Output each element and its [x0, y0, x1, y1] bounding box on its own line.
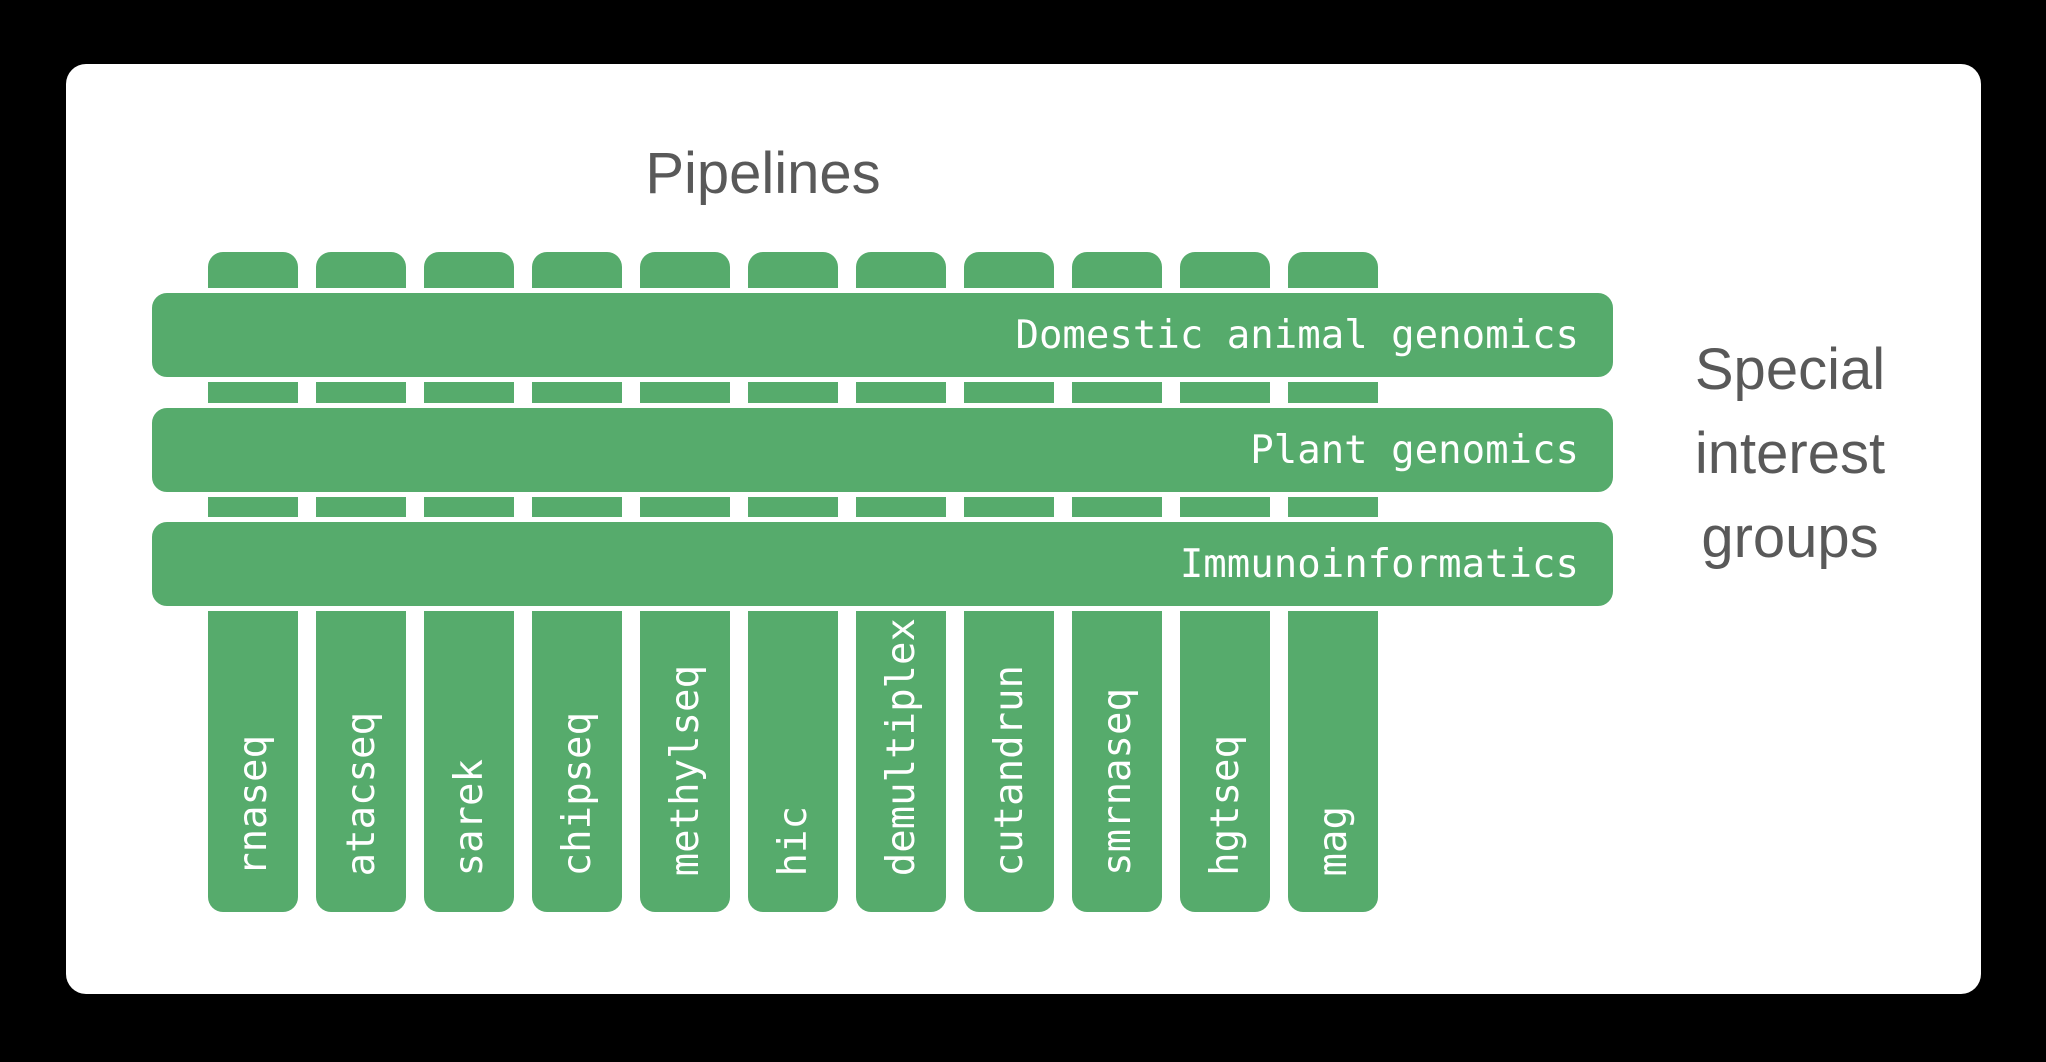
interest-group-label: Plant genomics: [1250, 427, 1579, 473]
pipeline-label: cutandrun: [986, 664, 1032, 876]
pipeline-label: methylseq: [662, 664, 708, 876]
special-interest-groups-label-line: groups: [1701, 505, 1879, 570]
pipeline-label: chipseq: [554, 711, 600, 876]
interest-group-label: Domestic animal genomics: [1015, 312, 1579, 358]
pipeline-label: mag: [1310, 805, 1356, 876]
pipeline-label: sarek: [446, 758, 492, 876]
interest-group-bar: Plant genomics: [147, 403, 1618, 497]
interest-group-label: Immunoinformatics: [1179, 541, 1579, 587]
pipeline-label: hgtseq: [1202, 735, 1248, 876]
interest-group-bar: Domestic animal genomics: [147, 288, 1618, 382]
special-interest-groups-label-line: Special: [1694, 337, 1886, 402]
figure-card: Pipelines rnaseq atacseq sarek chipseq m…: [66, 64, 1981, 994]
pipeline-label: rnaseq: [230, 735, 276, 876]
special-interest-groups-label: Special interest groups: [1640, 328, 1940, 580]
pipeline-label: demultiplex: [878, 617, 924, 876]
special-interest-groups-label-line: interest: [1694, 421, 1886, 486]
pipeline-label: hic: [770, 805, 816, 876]
pipelines-title: Pipelines: [645, 141, 881, 206]
pipeline-label: atacseq: [338, 711, 384, 876]
pipeline-label: smrnaseq: [1094, 688, 1140, 876]
interest-group-bar: Immunoinformatics: [147, 517, 1618, 611]
